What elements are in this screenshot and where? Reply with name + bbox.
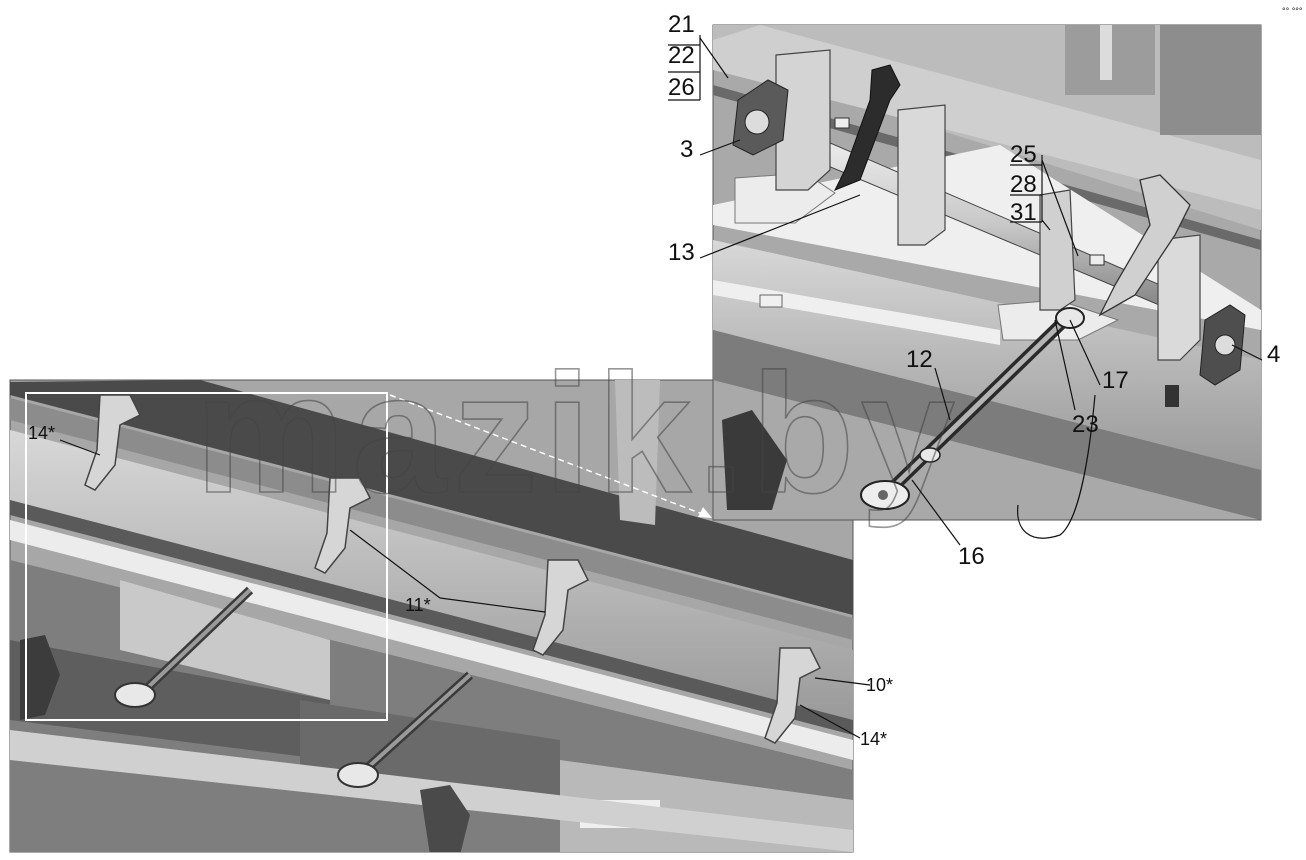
callout-23: 23 (1072, 411, 1099, 438)
callout-3: 3 (680, 136, 693, 163)
callout-28: 28 (1010, 171, 1037, 198)
tie-rod-detail (860, 307, 1085, 510)
callout-11: 11* (405, 595, 431, 615)
corner-mark: °° °°° (1282, 6, 1303, 16)
hook-4 (764, 647, 822, 744)
callout-13: 13 (668, 239, 695, 266)
leader-lines (59, 35, 1263, 739)
hook-3 (532, 559, 590, 656)
callout-26: 26 (668, 74, 695, 101)
callout-22: 22 (668, 42, 695, 69)
flange-right (1199, 304, 1246, 386)
callout-12: 12 (906, 346, 933, 373)
mount-bracket (722, 410, 787, 510)
detail-frame (25, 392, 388, 721)
callout-16: 16 (958, 543, 985, 570)
hook-detail-1 (833, 64, 901, 191)
detail-panel (712, 24, 1262, 521)
hook-detail-2 (1098, 174, 1191, 317)
main-beam (10, 430, 853, 720)
callout-21: 21 (668, 11, 695, 38)
top-rail (10, 380, 853, 615)
upper-beam (713, 25, 1261, 210)
vertical-post (615, 380, 660, 525)
plate-left (775, 49, 831, 191)
flange-left (732, 79, 789, 156)
callout-14-left: 14* (28, 423, 55, 443)
callout-17: 17 (1102, 367, 1129, 394)
light-strip (10, 520, 853, 760)
hook-1 (84, 394, 142, 491)
callout-31: 31 (1010, 199, 1037, 226)
plate-right (1039, 189, 1201, 361)
callout-14-right: 14* (860, 729, 887, 749)
callout-25: 25 (1010, 141, 1037, 168)
callout-10: 10* (866, 675, 893, 695)
watermark: mazik.by (195, 339, 961, 529)
tie-rod-2 (337, 671, 474, 788)
hook-2 (314, 477, 372, 574)
callout-4: 4 (1267, 341, 1280, 368)
tie-rod-1 (114, 586, 254, 708)
plate-middle (897, 104, 946, 246)
zoom-arrow (389, 394, 706, 516)
